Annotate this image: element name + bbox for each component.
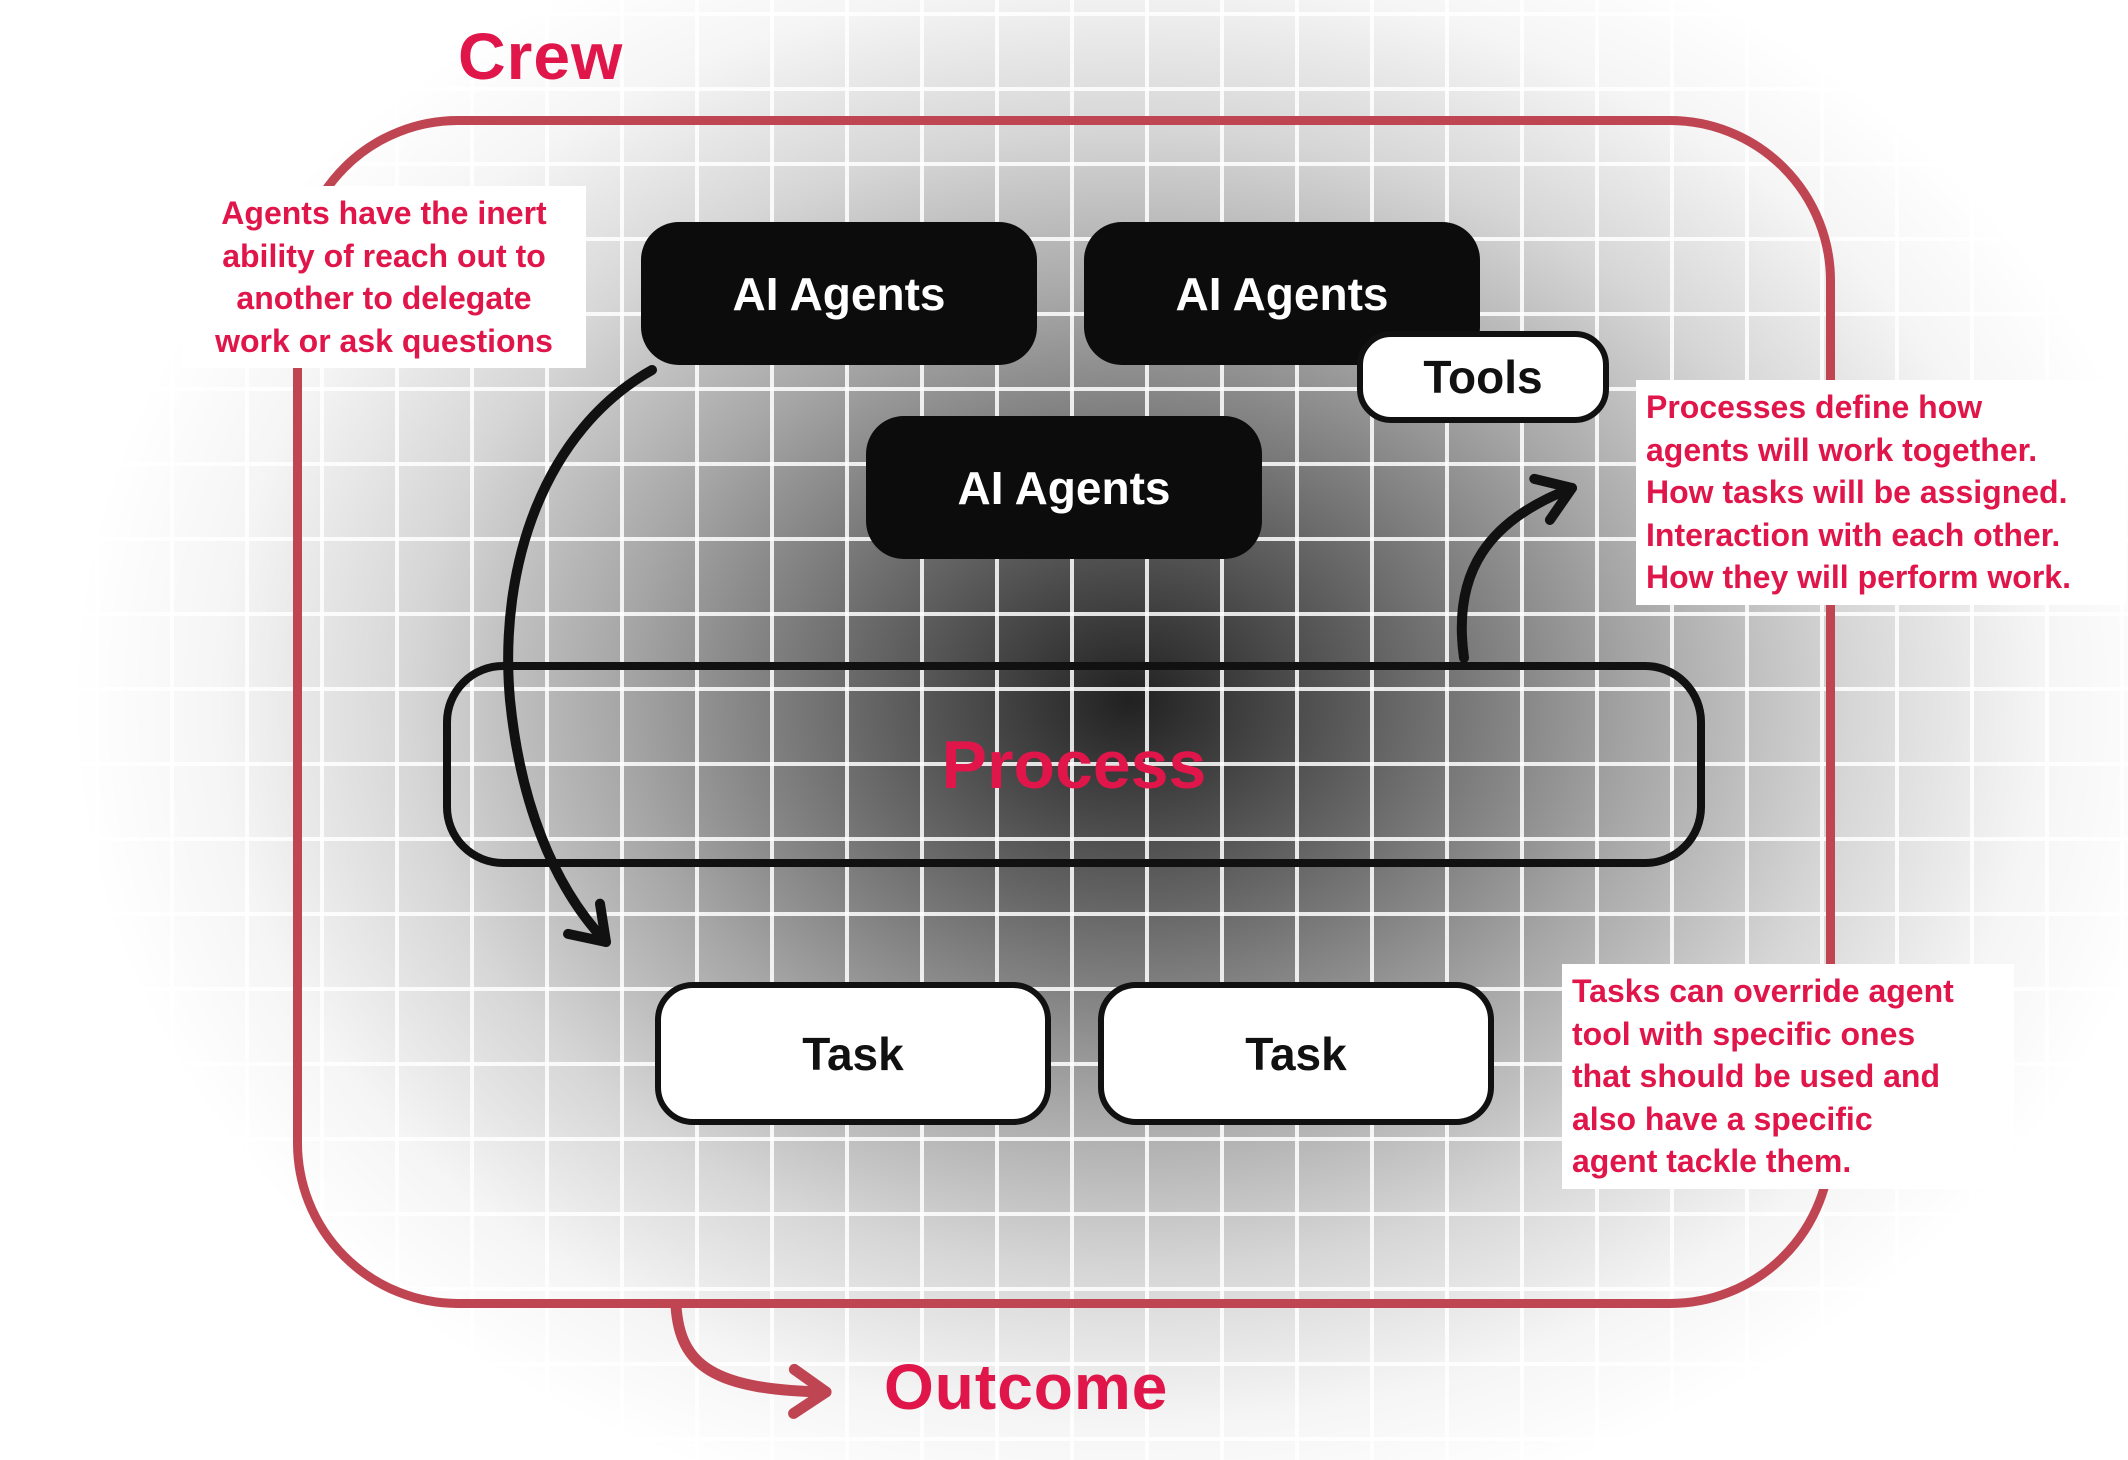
crew-title: Crew: [458, 19, 624, 93]
task-node-right: Task: [1098, 982, 1494, 1125]
ai-agents-node-top-left: AI Agents: [641, 222, 1037, 365]
ai-agents-label: AI Agents: [957, 461, 1171, 514]
process-node: Process: [443, 662, 1705, 867]
process-label: Process: [941, 726, 1207, 803]
ai-agents-label: AI Agents: [1175, 267, 1389, 320]
ai-agents-label: AI Agents: [732, 267, 946, 320]
task-label: Task: [802, 1027, 904, 1080]
task-label: Task: [1245, 1027, 1347, 1080]
tasks-annotation: Tasks can override agent tool with speci…: [1562, 964, 2014, 1189]
outcome-label: Outcome: [884, 1351, 1169, 1423]
task-node-left: Task: [655, 982, 1051, 1125]
agents-annotation: Agents have the inert ability of reach o…: [182, 186, 586, 369]
tools-node: Tools: [1357, 331, 1609, 423]
process-annotation: Processes define how agents will work to…: [1636, 380, 2126, 605]
crew-boundary-frame: [293, 116, 1835, 1308]
tools-label: Tools: [1423, 351, 1543, 403]
ai-agents-node-middle: AI Agents: [866, 416, 1262, 559]
